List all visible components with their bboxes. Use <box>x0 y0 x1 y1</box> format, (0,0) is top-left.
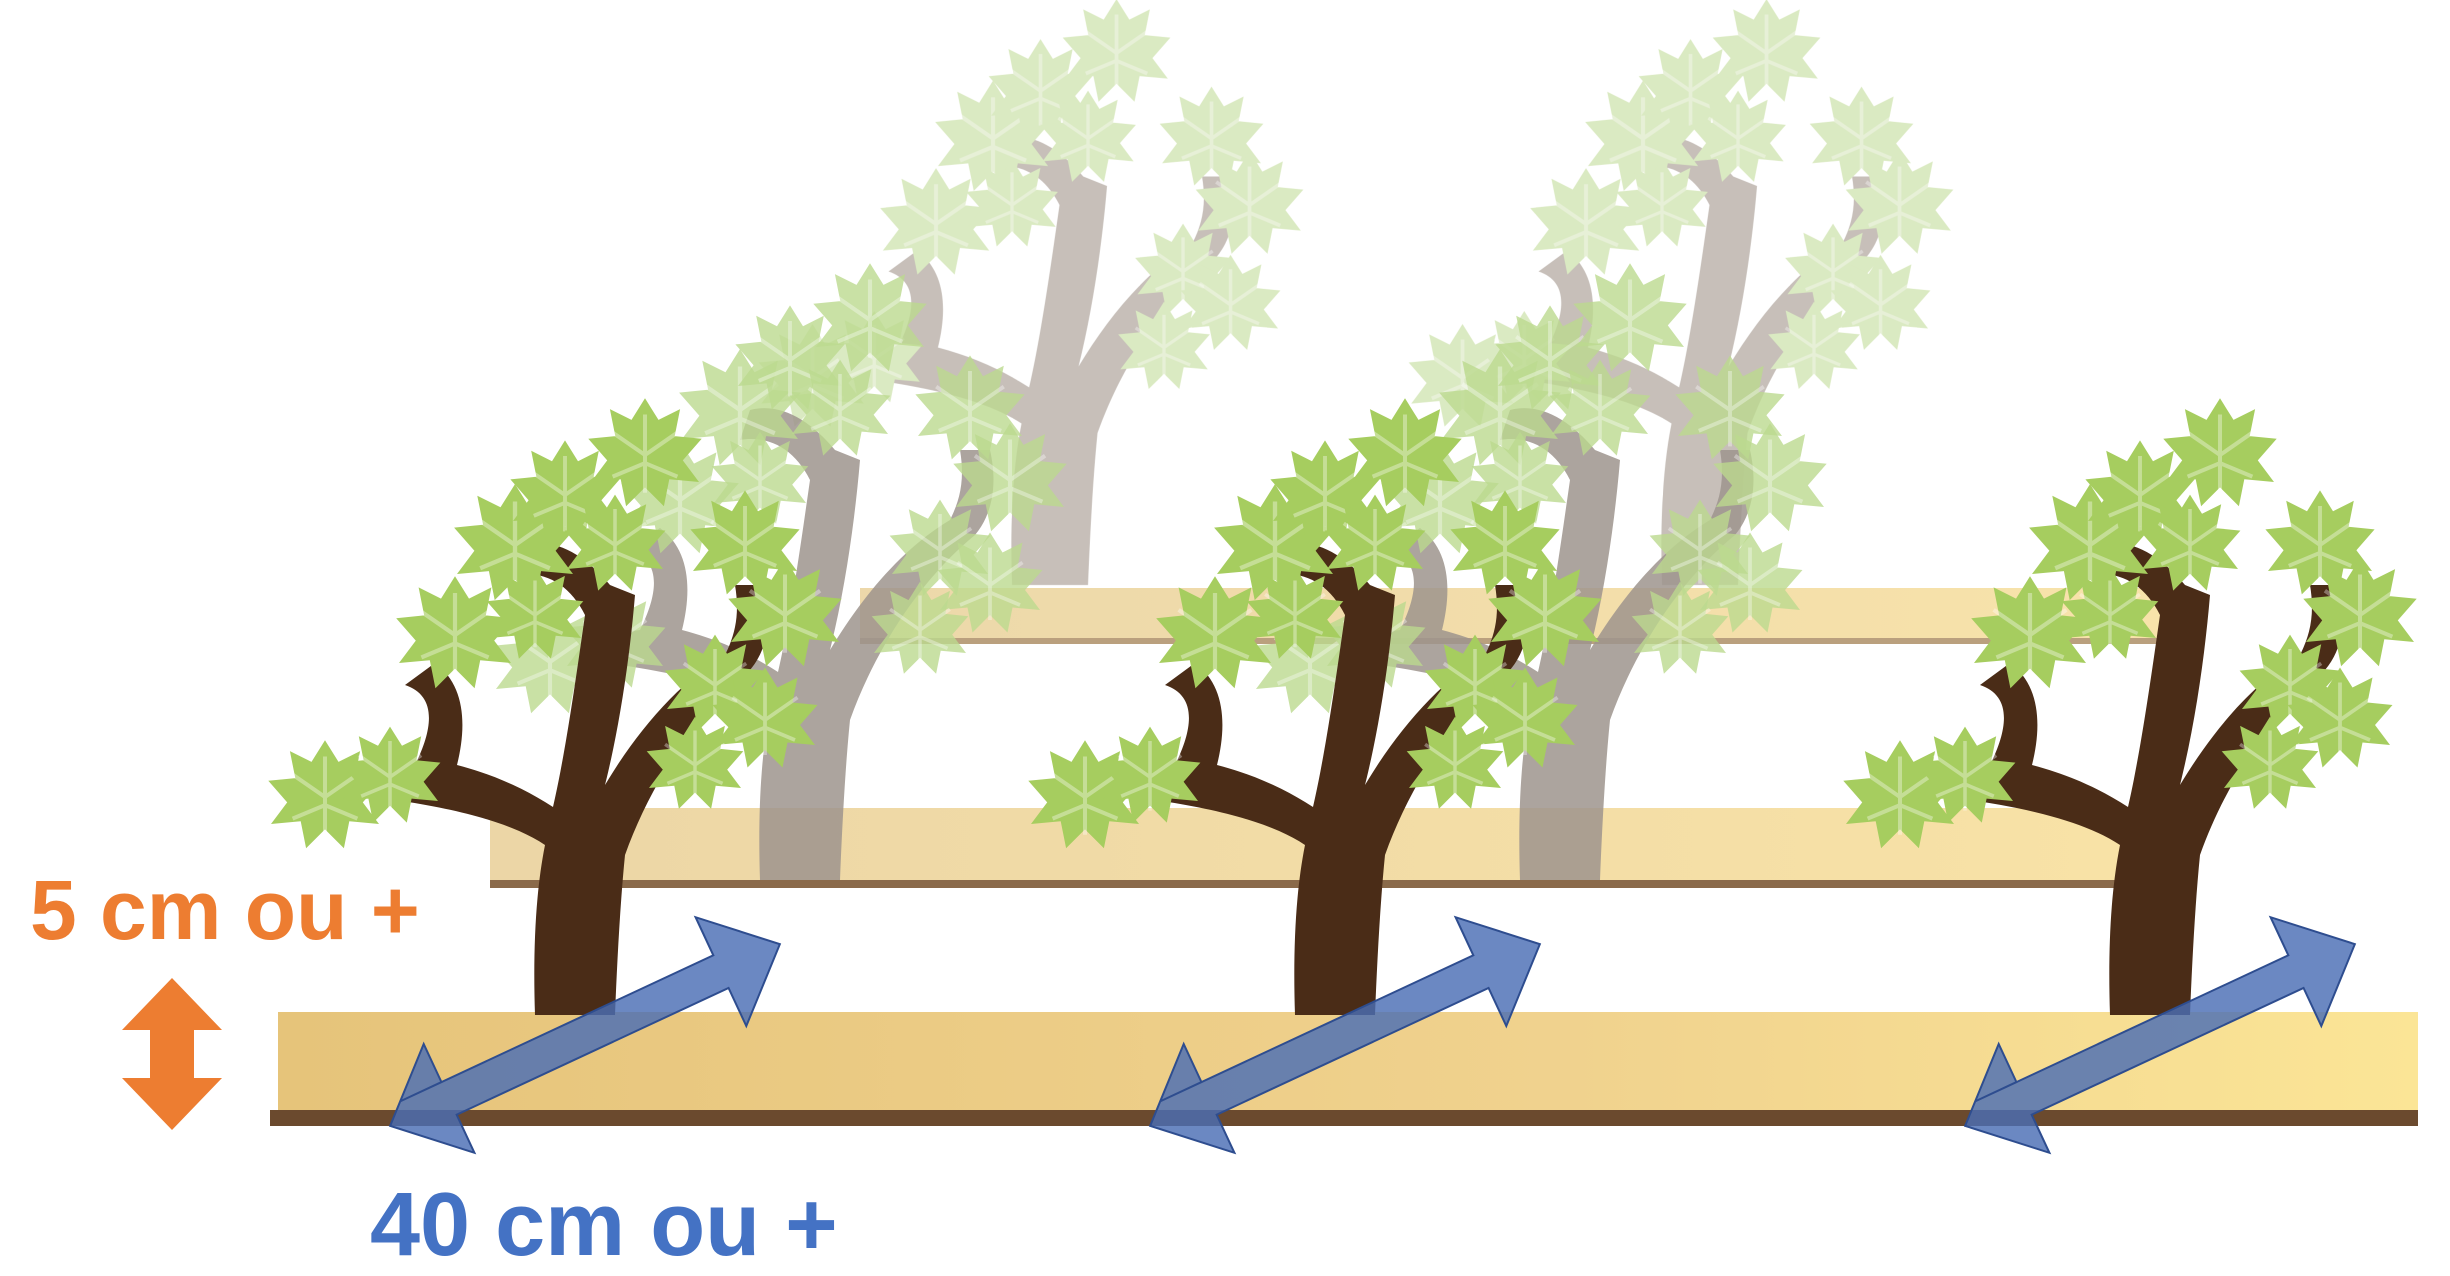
vine-front-3 <box>1843 398 2416 1015</box>
plank-front-edge <box>270 1110 2418 1126</box>
height-arrow-icon <box>122 978 222 1130</box>
height-label: 5 cm ou + <box>30 868 420 952</box>
spacing-label: 40 cm ou + <box>370 1180 838 1270</box>
